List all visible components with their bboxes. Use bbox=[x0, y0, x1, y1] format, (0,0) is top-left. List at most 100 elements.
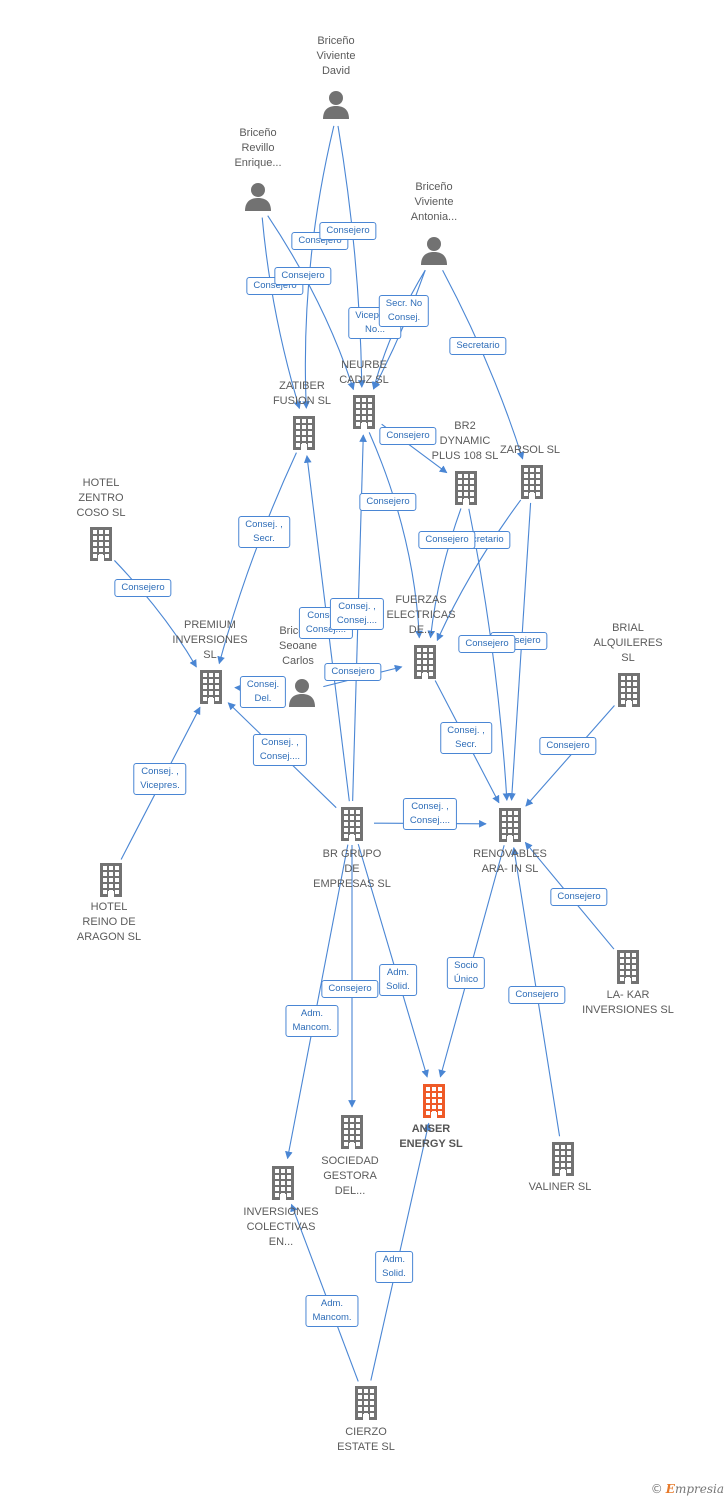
node-label-line: ELECTRICAS bbox=[386, 609, 456, 621]
relation-label-line: Mancom. bbox=[312, 1312, 352, 1323]
relation-label-line: Secretario bbox=[460, 534, 504, 545]
node-label-line: COSO SL bbox=[76, 507, 126, 519]
relation-edge bbox=[368, 432, 423, 639]
relation-label[interactable]: Consejero bbox=[539, 737, 597, 755]
relation-label[interactable]: Consejero bbox=[550, 888, 608, 906]
node-label-line: Briceño bbox=[239, 127, 277, 139]
node-label-line: REINO DE bbox=[82, 916, 136, 928]
node-label-line: Seoane bbox=[279, 640, 317, 652]
node-label-line: LA- KAR bbox=[606, 989, 650, 1001]
building-icon bbox=[349, 393, 379, 434]
relation-label-line: Solid. bbox=[382, 1268, 406, 1279]
relation-label-line: Consej. , bbox=[411, 801, 449, 812]
building-icon bbox=[410, 643, 440, 684]
node-label-line: Enrique... bbox=[234, 157, 282, 169]
relation-label[interactable]: Secretario bbox=[449, 337, 507, 355]
node-label-line: INVERSIONES SL bbox=[582, 1004, 674, 1016]
building-icon bbox=[451, 469, 481, 510]
person-icon bbox=[419, 235, 449, 270]
node-label-line: VALINER SL bbox=[528, 1181, 592, 1193]
node-label-line: INVERSIONES bbox=[172, 634, 248, 646]
copyright-symbol: © bbox=[650, 1482, 663, 1496]
relation-label-line: Consejero bbox=[425, 534, 469, 545]
building-icon bbox=[96, 861, 126, 902]
relation-label[interactable]: Consejero bbox=[114, 579, 172, 597]
node-label: NEURBE CADIZ SL bbox=[299, 358, 429, 388]
building-icon bbox=[337, 805, 367, 846]
relation-edge bbox=[373, 269, 426, 390]
relation-label[interactable]: Consej. ,Consej.... bbox=[252, 734, 308, 766]
relation-label[interactable]: Consej. ,Secr. bbox=[238, 516, 290, 548]
relation-label[interactable]: Adm.Solid. bbox=[375, 1251, 413, 1283]
building-icon bbox=[268, 1164, 298, 1205]
node-label-line: ZENTRO bbox=[78, 492, 124, 504]
relation-edge bbox=[285, 844, 349, 1160]
person-icon bbox=[321, 89, 351, 124]
relation-edge bbox=[290, 1203, 359, 1382]
empresia-logo: ©Empresia bbox=[651, 1482, 724, 1496]
node-label: HOTEL REINO DE ARAGON SL bbox=[44, 900, 174, 945]
relation-label-line: Consejero bbox=[465, 638, 509, 649]
node-label-line: HOTEL bbox=[90, 901, 128, 913]
node-label: VALINER SL bbox=[495, 1180, 625, 1195]
node-label-line: HOTEL bbox=[82, 477, 120, 489]
relation-label-line: Consej. , bbox=[447, 725, 485, 736]
relation-label-line: Consejero bbox=[328, 983, 372, 994]
node-label-line: DYNAMIC bbox=[439, 435, 491, 447]
relation-label-line: Secr. No bbox=[385, 298, 423, 309]
relation-label-line: Consejero bbox=[298, 235, 342, 246]
relation-label-line: Adm. bbox=[300, 1008, 324, 1019]
relation-label[interactable]: Consej. ,Secr. bbox=[440, 722, 492, 754]
relation-label-line: Adm. bbox=[386, 967, 410, 978]
relation-label-line: Consejero bbox=[253, 280, 297, 291]
relation-label-line: Socio bbox=[454, 960, 478, 971]
relation-label[interactable]: Consejero bbox=[508, 986, 566, 1004]
relation-label-line: Mancom. bbox=[292, 1022, 332, 1033]
person-icon bbox=[287, 677, 317, 712]
relation-label-line: Consejero bbox=[557, 891, 601, 902]
node-label-line: ALQUILERES bbox=[593, 637, 663, 649]
relation-edge bbox=[267, 215, 355, 391]
relation-label[interactable]: Consejero bbox=[418, 531, 476, 549]
node-label-line: CADIZ SL bbox=[339, 374, 389, 386]
relation-label[interactable]: Consejero bbox=[458, 635, 516, 653]
relation-edge bbox=[525, 705, 615, 807]
relation-label[interactable]: Consejero bbox=[319, 222, 377, 240]
relation-label[interactable]: Consej. ,Consej.... bbox=[329, 598, 385, 630]
relation-label[interactable]: Consejero bbox=[321, 980, 379, 998]
relation-label-line: Consej.... bbox=[409, 815, 451, 826]
node-label-line: FUSION SL bbox=[272, 395, 332, 407]
node-label-line: INVERSIONES bbox=[243, 1206, 319, 1218]
relation-label-line: Adm. bbox=[320, 1298, 344, 1309]
relation-label[interactable]: Consej. , Consej.... bbox=[402, 798, 458, 830]
relation-label[interactable]: Adm. Mancom. bbox=[305, 1295, 359, 1327]
relation-label[interactable]: Consej.Del. bbox=[239, 676, 287, 708]
relation-label[interactable]: Adm.Solid. bbox=[379, 964, 417, 996]
relation-label[interactable]: Consej. ,Vicepres. bbox=[133, 763, 187, 795]
node-label: HOTEL ZENTRO COSO SL bbox=[36, 476, 166, 521]
brand-initial: E bbox=[665, 1482, 675, 1496]
relation-label[interactable]: Consejero bbox=[274, 267, 332, 285]
relation-label[interactable]: Adm. Mancom. bbox=[285, 1005, 339, 1037]
relation-label[interactable]: Consejero bbox=[324, 663, 382, 681]
relation-label-line: Consej.... bbox=[305, 624, 347, 635]
relation-label-line: Secretario bbox=[456, 340, 500, 351]
node-label-line: FUERZAS bbox=[395, 594, 447, 606]
relation-label[interactable]: Consejero bbox=[379, 427, 437, 445]
node-label-line: NEURBE bbox=[341, 359, 387, 371]
relation-label[interactable]: Consejero bbox=[359, 493, 417, 511]
node-label-line: ARAGON SL bbox=[76, 931, 142, 943]
relation-label-line: Consejero bbox=[386, 430, 430, 441]
node-label-line: David bbox=[321, 65, 351, 77]
node-label-line: BR2 bbox=[454, 420, 476, 432]
relation-label-line: Del. bbox=[254, 693, 272, 704]
building-icon bbox=[196, 668, 226, 709]
